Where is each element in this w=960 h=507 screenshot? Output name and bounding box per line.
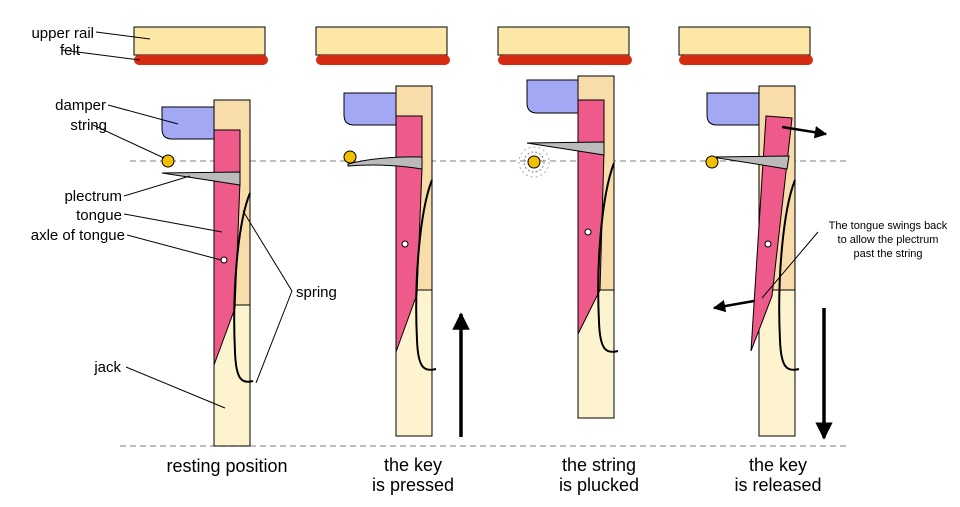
damper xyxy=(161,106,215,140)
stage-string-plucked xyxy=(497,26,632,419)
caption-stage-4-line-2: is released xyxy=(734,475,821,495)
jack-lower xyxy=(395,289,433,437)
label-plectrum: plectrum xyxy=(64,188,122,205)
stage-resting xyxy=(133,26,268,447)
note-line-3: past the string xyxy=(853,248,922,260)
axle xyxy=(401,240,409,248)
label-spring: spring xyxy=(296,284,337,301)
plectrum xyxy=(711,155,790,170)
spring xyxy=(415,179,437,371)
damper xyxy=(706,92,760,126)
tongue-swing-arrow-right xyxy=(781,125,828,139)
label-damper: damper xyxy=(55,97,106,114)
note-leader xyxy=(761,231,819,299)
upper-rail xyxy=(497,26,630,56)
note-line-2: to allow the plectrum xyxy=(838,234,939,246)
damper xyxy=(526,79,579,114)
caption-stage-4-line-1: the key xyxy=(749,455,807,475)
damper xyxy=(343,92,397,126)
caption-stage-3-line-2: is plucked xyxy=(559,475,639,495)
spring xyxy=(597,162,619,353)
label-upper-rail: upper rail xyxy=(31,25,94,42)
stage-key-released xyxy=(678,26,833,440)
felt xyxy=(316,55,450,65)
spring xyxy=(233,192,254,383)
caption-stage-3-line-1: the string xyxy=(562,455,636,475)
vibration-ring xyxy=(523,151,545,173)
note-line-1: The tongue swings back xyxy=(829,220,948,232)
upper-rail xyxy=(678,26,811,56)
upper-rail xyxy=(315,26,448,56)
upper-rail xyxy=(133,26,266,56)
axle xyxy=(764,240,772,248)
string xyxy=(705,155,719,169)
stage-key-pressed xyxy=(315,26,470,437)
plectrum xyxy=(161,171,241,186)
label-tongue: tongue xyxy=(76,207,122,224)
leader-lines xyxy=(61,31,293,409)
caption-stage-1: resting position xyxy=(166,456,287,476)
tongue-swing-arrow-left xyxy=(712,299,755,313)
string xyxy=(343,150,357,164)
string xyxy=(527,155,541,169)
vibration-ring xyxy=(518,146,550,178)
string xyxy=(161,154,175,168)
label-axle: axle of tongue xyxy=(31,227,125,244)
plectrum xyxy=(347,156,423,170)
spring xyxy=(778,179,800,371)
felt xyxy=(498,55,632,65)
label-string: string xyxy=(70,117,107,134)
felt xyxy=(679,55,813,65)
axle xyxy=(584,228,592,236)
caption-stage-2-line-2: is pressed xyxy=(372,475,454,495)
label-felt: felt xyxy=(60,42,81,59)
label-jack: jack xyxy=(93,359,121,376)
tongue-swung xyxy=(750,115,793,352)
caption-stage-2-line-1: the key xyxy=(384,455,442,475)
plectrum xyxy=(526,141,605,156)
axle xyxy=(220,256,228,264)
felt xyxy=(134,55,268,65)
